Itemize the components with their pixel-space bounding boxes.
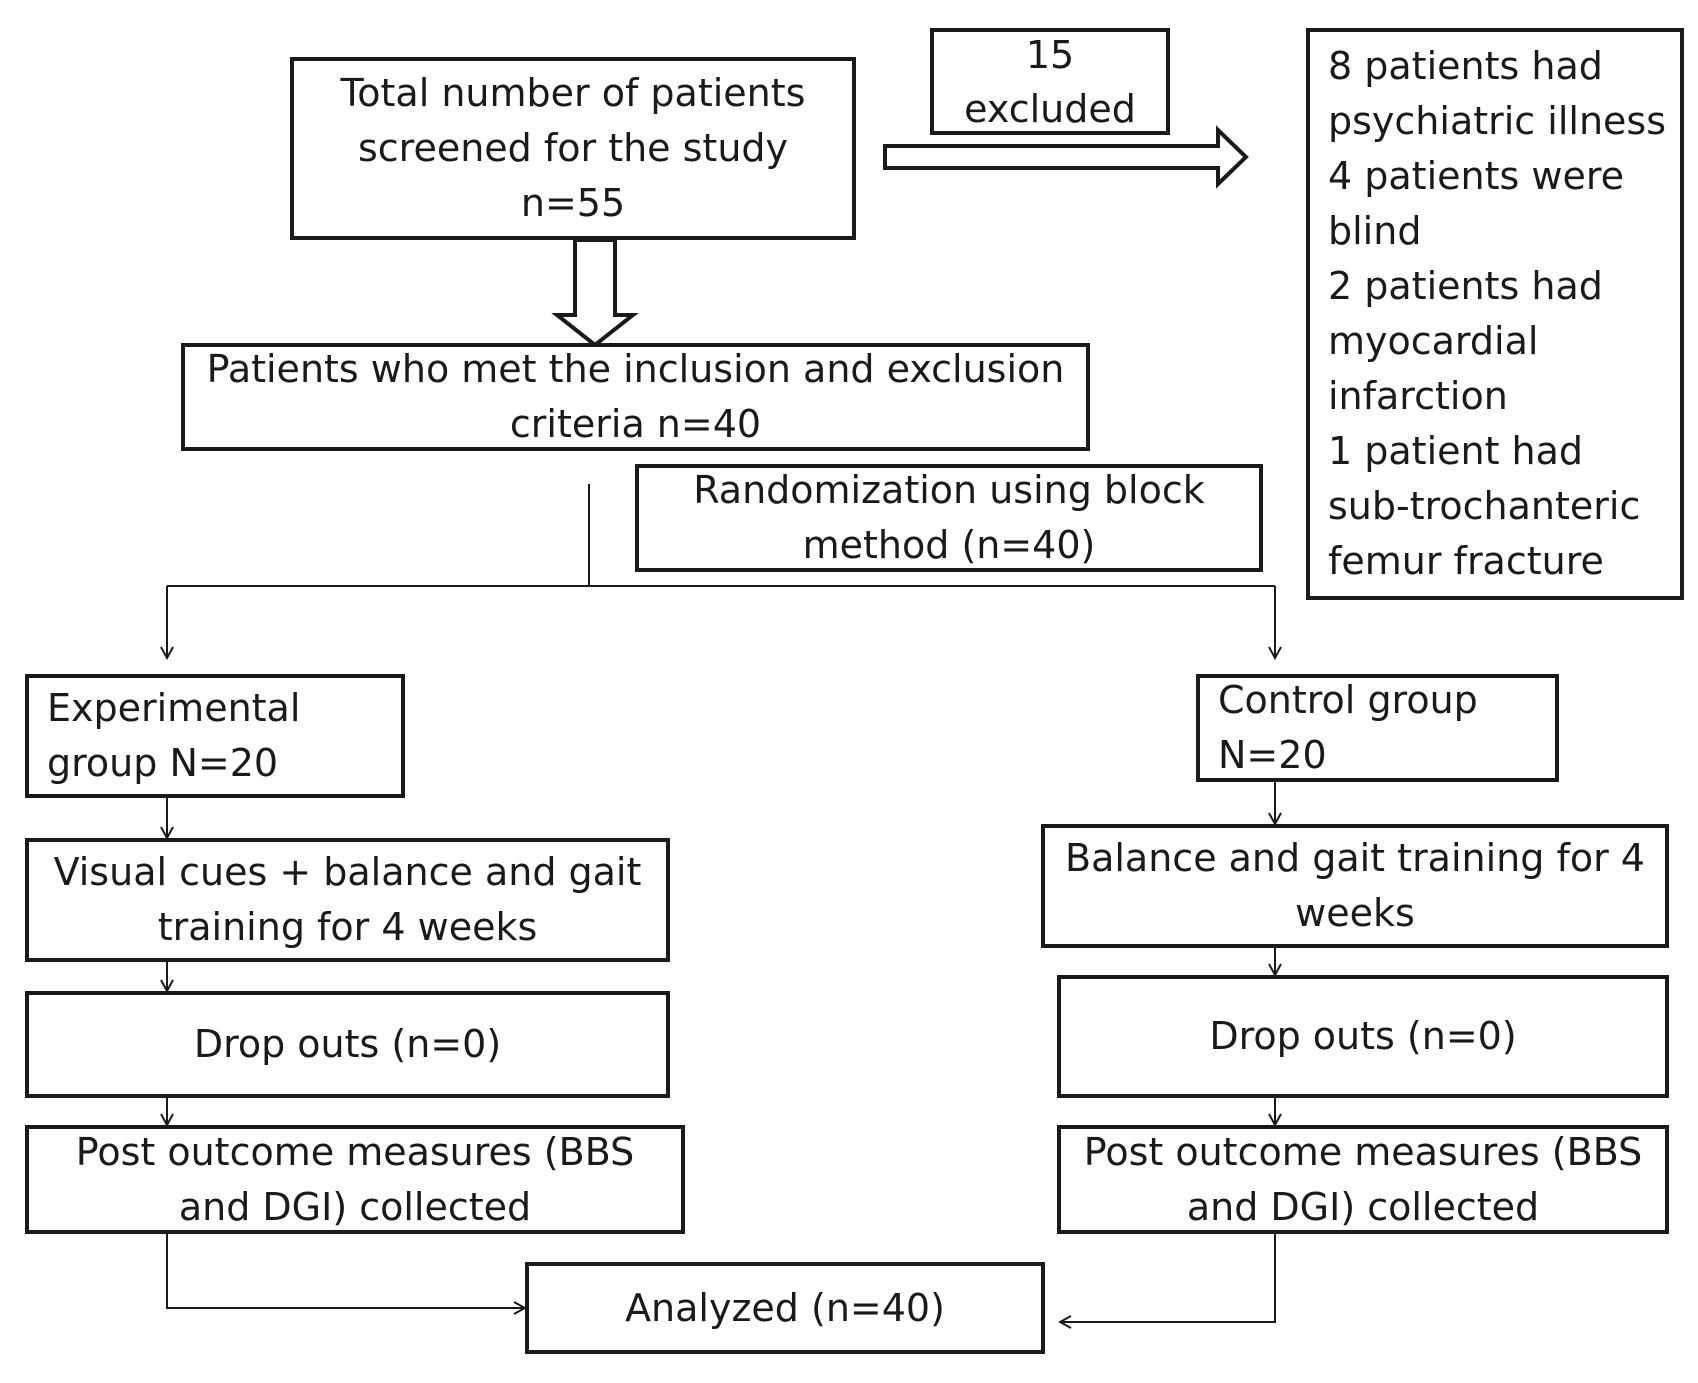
box-text-line: myocardial — [1328, 319, 1539, 363]
box-text-line: Drop outs (n=0) — [193, 1022, 502, 1066]
box-text-line: 15 — [1025, 32, 1075, 77]
box-text-line: Visual cues + balance and gait — [53, 850, 642, 894]
screened-to-excluded-arrow — [883, 125, 1249, 189]
experimental-group-box: Experimental group N=20 — [25, 674, 405, 798]
box-text-line: Experimental — [47, 686, 301, 730]
box-text-line: psychiatric illness — [1328, 99, 1667, 143]
box-text-line: 1 patient had — [1328, 429, 1584, 473]
excluded-count-box: 15 excluded — [930, 28, 1170, 135]
ctl-outcome-to-analyzed-arrow — [1060, 1234, 1276, 1322]
box-text-line: Post outcome measures (BBS — [75, 1129, 635, 1174]
control-intervention-box: Balance and gait training for 4 weeks — [1041, 824, 1669, 948]
exclusion-reasons-box: 8 patients had psychiatric illness 4 patie… — [1306, 28, 1684, 600]
control-outcome-box: Post outcome measures (BBS and DGI) colle… — [1057, 1125, 1669, 1234]
box-text-line: 2 patients had — [1328, 264, 1603, 308]
box-text-line: screened for the study — [357, 126, 789, 170]
screened-box: Total number of patients screened for the… — [290, 57, 856, 240]
box-text-line: Post outcome measures (BBS — [1083, 1129, 1643, 1174]
exp-outcome-to-analyzed-arrow — [166, 1234, 525, 1308]
box-text-line: femur fracture — [1328, 539, 1604, 583]
box-text-line: 4 patients were — [1328, 154, 1624, 198]
eligible-box: Patients who met the inclusion and exclu… — [181, 343, 1090, 451]
box-text-line: n=55 — [520, 181, 626, 225]
box-text-line: criteria n=40 — [509, 402, 762, 446]
box-text-line: blind — [1328, 209, 1422, 253]
control-dropouts-box: Drop outs (n=0) — [1057, 975, 1669, 1098]
experimental-intervention-box: Visual cues + balance and gait training f… — [25, 838, 670, 962]
box-text-line: Randomization using block — [693, 468, 1205, 512]
experimental-outcome-box: Post outcome measures (BBS and DGI) colle… — [25, 1125, 685, 1234]
box-text-line: excluded — [964, 86, 1136, 131]
experimental-dropouts-box: Drop outs (n=0) — [25, 991, 670, 1098]
analyzed-box: Analyzed (n=40) — [525, 1262, 1045, 1354]
box-text-line: Drop outs (n=0) — [1209, 1014, 1517, 1058]
box-text-line: Balance and gait training for 4 — [1065, 836, 1645, 880]
box-text-line: Total number of patients — [340, 71, 806, 115]
randomization-box: Randomization using block method (n=40) — [635, 464, 1263, 572]
box-text-line: 8 patients had — [1328, 44, 1603, 88]
box-text-line: weeks — [1295, 891, 1415, 935]
box-text-line: and DGI) collected — [178, 1184, 532, 1229]
box-text-line: and DGI) collected — [1186, 1184, 1540, 1229]
box-text-line: N=20 — [1218, 733, 1327, 777]
box-text-line: infarction — [1328, 374, 1508, 418]
box-text-line: group N=20 — [47, 741, 279, 785]
box-text-line: sub-trochanteric — [1328, 484, 1641, 528]
screened-to-eligible-arrow — [551, 238, 639, 348]
box-text-line: Control group — [1218, 678, 1478, 722]
box-text-line: Patients who met the inclusion and exclu… — [206, 347, 1065, 391]
box-text-line: training for 4 weeks — [157, 905, 538, 949]
box-text-line: method (n=40) — [802, 523, 1096, 567]
box-text-line: Analyzed (n=40) — [625, 1285, 945, 1330]
